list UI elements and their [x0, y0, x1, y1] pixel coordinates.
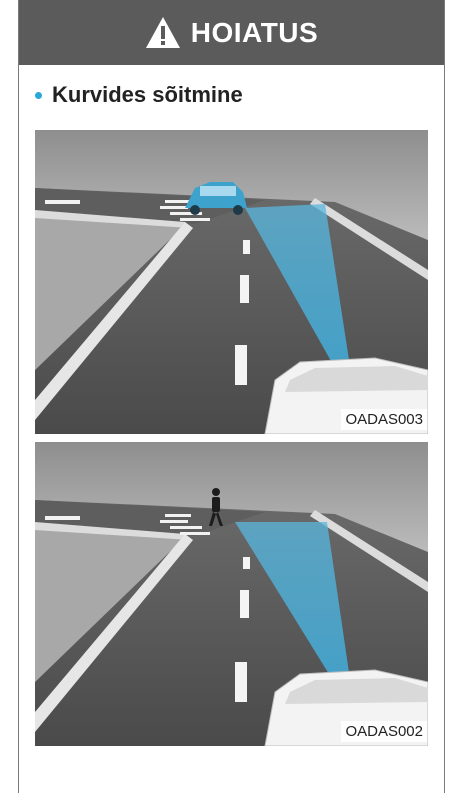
figure-code: OADAS002 — [341, 721, 427, 742]
curve-pedestrian-illustration — [35, 442, 428, 746]
warning-box: HOIATUS Kurvides sõitmine — [18, 0, 445, 793]
figure-pedestrian: OADAS002 — [35, 442, 428, 746]
section-heading: Kurvides sõitmine — [35, 82, 243, 108]
figure-car: OADAS003 — [35, 130, 428, 434]
curve-car-illustration — [35, 130, 428, 434]
figure-code: OADAS003 — [341, 409, 427, 430]
warning-title: HOIATUS — [191, 17, 318, 49]
warning-header: HOIATUS — [19, 0, 444, 65]
warning-triangle-icon — [145, 16, 181, 49]
bullet-icon — [35, 92, 42, 99]
section-title: Kurvides sõitmine — [52, 82, 243, 108]
